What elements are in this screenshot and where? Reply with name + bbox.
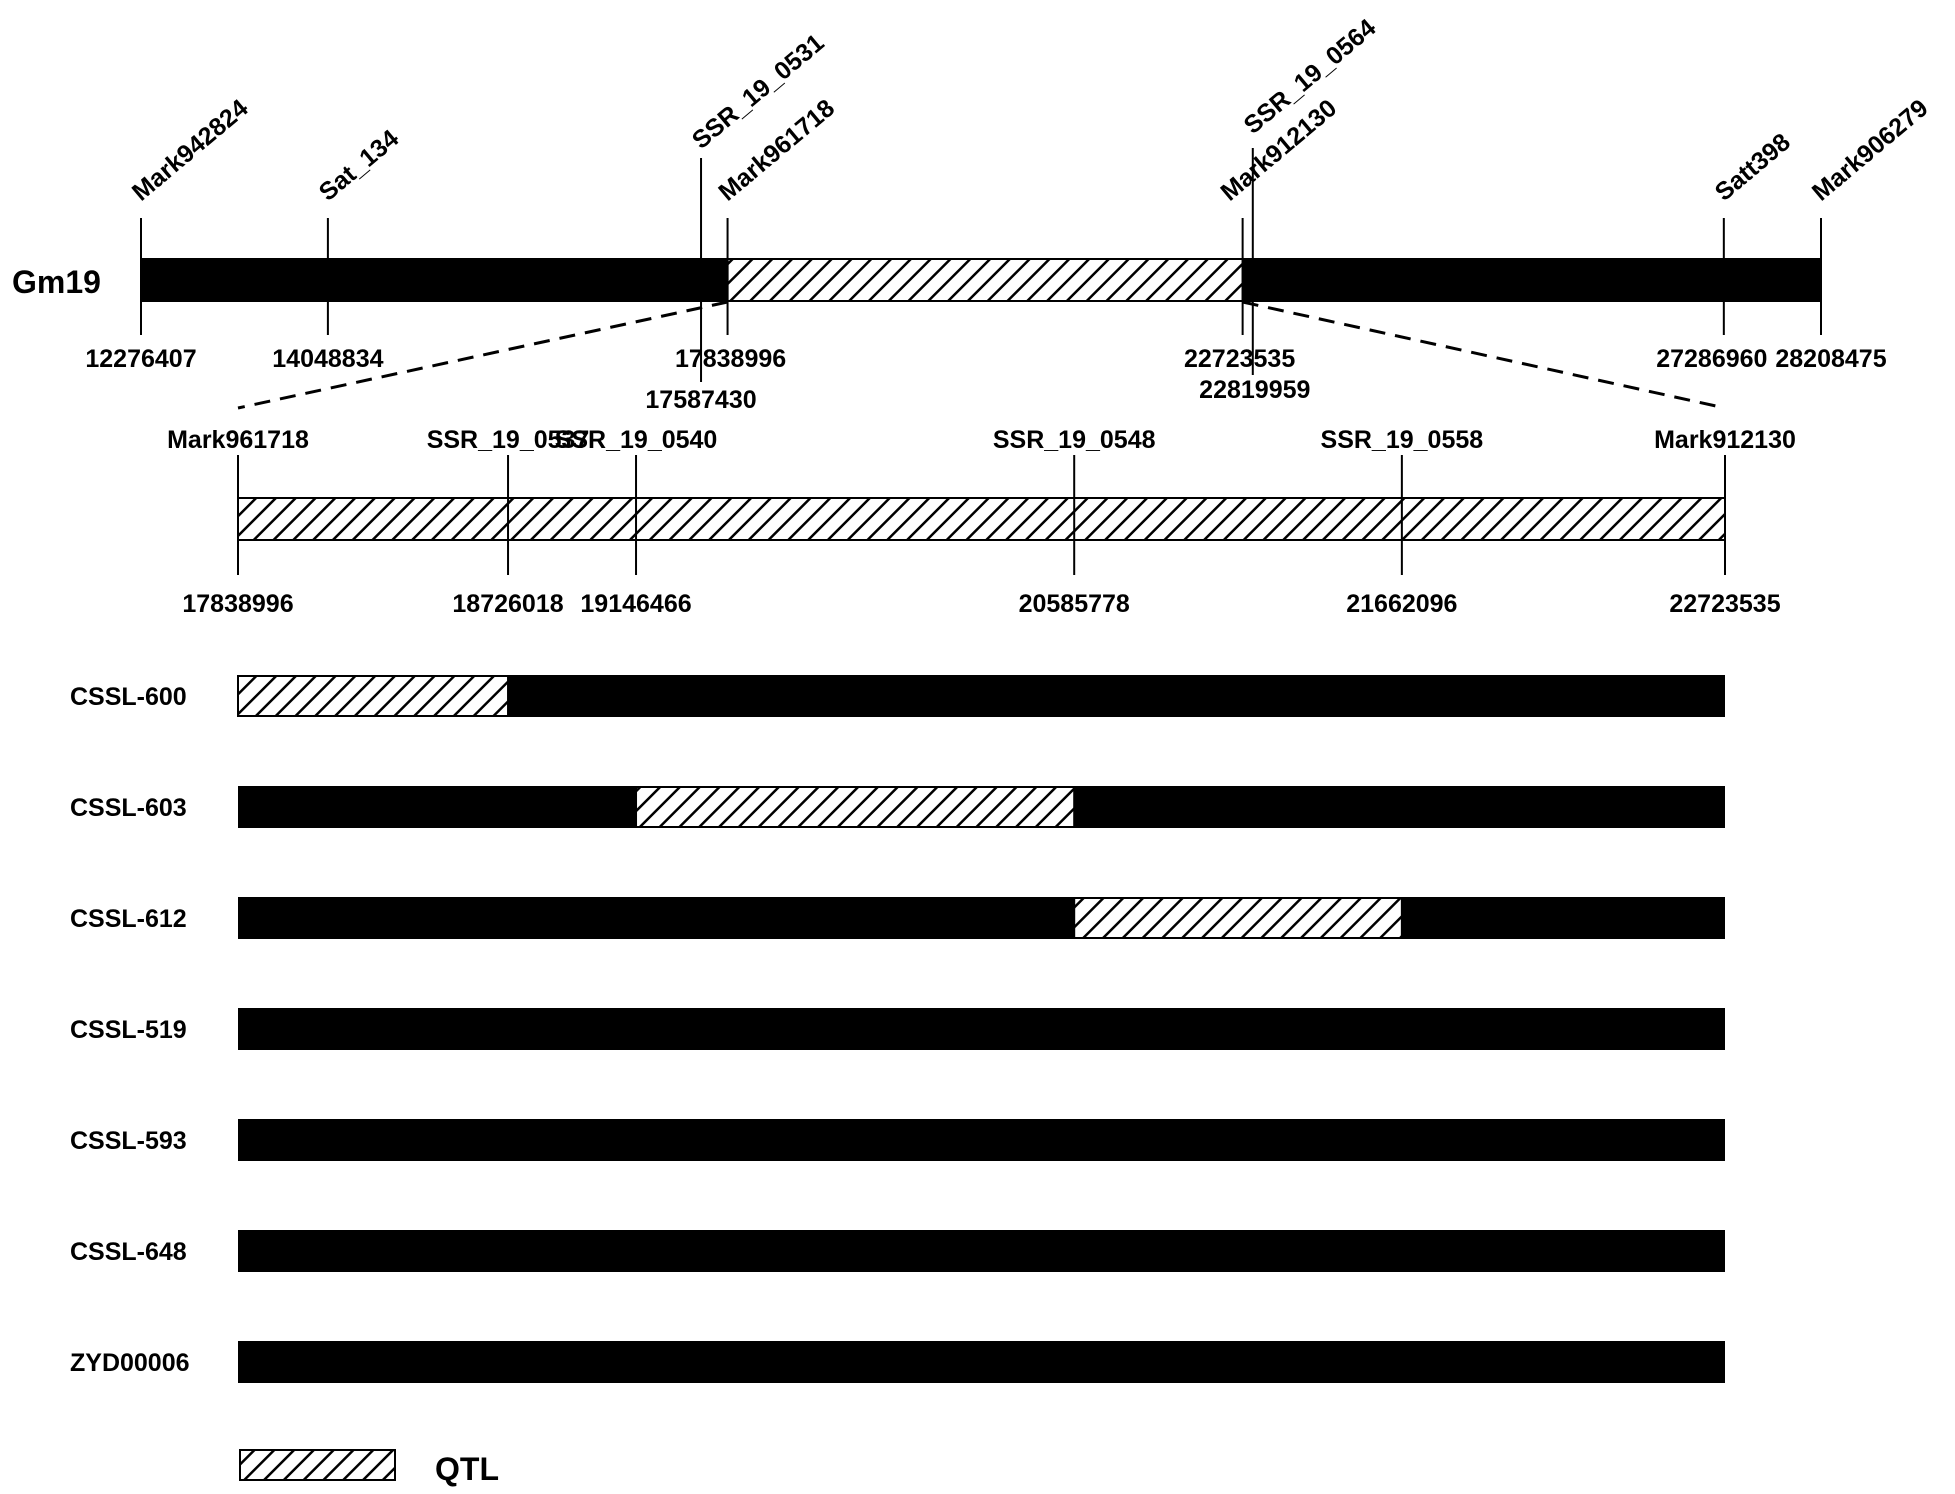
chromosome-track: Gm19 Mark94282412276407Sat_13414048834SS… [12, 14, 1933, 414]
cssl-lines: CSSL-600CSSL-603CSSL-612CSSL-519CSSL-593… [70, 675, 1725, 1383]
zoom-marker-mark912130-label: Mark912130 [1654, 426, 1796, 454]
chromosome-marker-mark906279-label: Mark906279 [1807, 94, 1934, 207]
zoom-marker-ssr-19-0537-label: SSR_19_0537 [427, 426, 590, 454]
line-cssl-593-label: CSSL-593 [70, 1127, 187, 1155]
line-cssl-648-label: CSSL-648 [70, 1238, 187, 1266]
chromosome-qtl-region [726, 258, 1244, 302]
zoom-marker-mark912130-position: 22723535 [1669, 590, 1780, 618]
chromosome-layer: Mark94282412276407Sat_13414048834SSR_19_… [85, 14, 1933, 414]
chromosome-name: Gm19 [12, 264, 101, 300]
line-cssl-603-qtl-segment [635, 786, 1076, 828]
chromosome-marker-mark942824-label: Mark942824 [127, 94, 254, 207]
chromosome-marker-satt398-position: 27286960 [1656, 345, 1767, 373]
legend-swatch [239, 1449, 396, 1481]
chromosome-marker-sat-134-position: 14048834 [272, 345, 383, 373]
chromosome-marker-ssr-19-0531-position: 17587430 [645, 386, 756, 414]
chromosome-marker-mark906279-position: 28208475 [1775, 345, 1886, 373]
zoom-bar [237, 497, 1726, 541]
line-cssl-600-qtl-segment [237, 675, 510, 717]
zoom-connector-left [237, 300, 728, 410]
legend: QTL [239, 1449, 499, 1487]
zoom-marker-ssr-19-0558-position: 21662096 [1346, 590, 1457, 618]
line-cssl-593-bar [238, 1119, 1725, 1161]
zoom-marker-ssr-19-0540-position: 19146466 [580, 590, 691, 618]
zoom-connectors [237, 300, 1726, 410]
zoom-track: Mark961718 17838996 SSR_19_0537 18726018 SSR… [167, 426, 1796, 618]
chromosome-marker-mark912130-position: 22723535 [1184, 345, 1295, 373]
zoom-marker-ssr-19-0548-label: SSR_19_0548 [993, 426, 1156, 454]
chromosome-marker-sat-134-label: Sat_134 [314, 124, 404, 206]
chromosome-marker-mark942824-position: 12276407 [85, 345, 196, 373]
zoom-connector-right [1242, 300, 1726, 410]
zoom-marker-ssr-19-0548-position: 20585778 [1019, 590, 1130, 618]
line-cssl-600-label: CSSL-600 [70, 683, 187, 711]
line-cssl-612-bar [238, 897, 1725, 939]
line-cssl-612-label: CSSL-612 [70, 905, 187, 933]
zoom-marker-ssr-19-0558-label: SSR_19_0558 [1321, 426, 1484, 454]
line-cssl-519-label: CSSL-519 [70, 1016, 187, 1044]
line-cssl-648-bar [238, 1230, 1725, 1272]
line-zyd00006-label: ZYD00006 [70, 1349, 190, 1377]
zoom-marker-mark961718-label: Mark961718 [167, 426, 309, 454]
line-cssl-519-bar [238, 1008, 1725, 1050]
line-zyd00006-bar [238, 1341, 1725, 1383]
zoom-marker-ssr-19-0537-position: 18726018 [452, 590, 563, 618]
chromosome-marker-satt398-label: Satt398 [1710, 128, 1796, 207]
legend-label: QTL [435, 1451, 499, 1487]
zoom-marker-mark961718-position: 17838996 [182, 590, 293, 618]
line-cssl-603-label: CSSL-603 [70, 794, 187, 822]
chromosome-marker-mark961718-position: 17838996 [675, 345, 786, 373]
line-cssl-612-qtl-segment [1073, 897, 1403, 939]
chromosome-marker-ssr-19-0564-position: 22819959 [1199, 376, 1310, 404]
zoom-marker-ssr-19-0540-label: SSR_19_0540 [555, 426, 718, 454]
